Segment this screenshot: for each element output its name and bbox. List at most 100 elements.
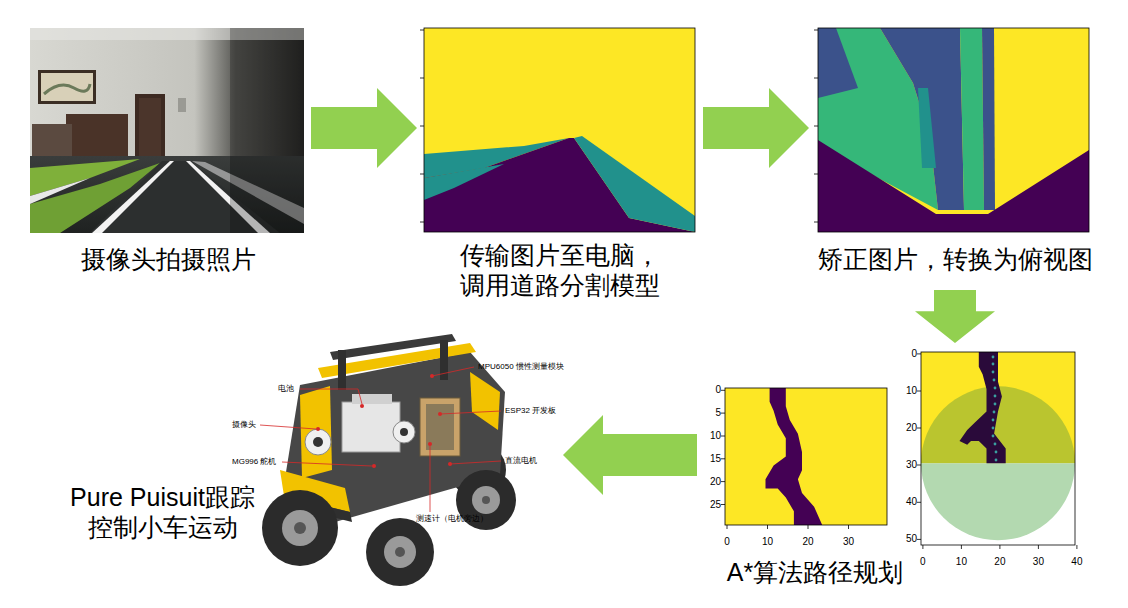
stage-panel: 矫正图片，转换为俯视图: [812, 26, 1098, 288]
illustration-part: [420, 30, 424, 222]
grid-map-plot-part: [725, 388, 887, 525]
leader-dot-part: [438, 412, 442, 416]
robot-car-part: [305, 429, 331, 455]
illustration-part-part: [814, 30, 818, 31]
segmentation-image-part: [574, 136, 695, 232]
stage-caption: 传输图片至电脑， 调用道路分割模型: [452, 240, 667, 300]
illustration-part-part: [917, 428, 921, 429]
illustration-part-part: [420, 78, 424, 79]
robot-car-part: [472, 486, 500, 514]
part-label: 测速计（电机旁边）: [416, 514, 488, 524]
part-label: 直流电机: [505, 456, 537, 466]
axis-tick-label: 0: [724, 536, 730, 548]
camera-photo-part: [41, 73, 93, 101]
part-label: MPU6050 惯性测量模块: [478, 362, 564, 372]
grid-map-plot-part: [725, 388, 887, 525]
leader-dot: [316, 374, 452, 468]
grid-map-plot-part: [766, 388, 823, 525]
robot-car-part: [384, 536, 416, 568]
illustration-part-part: [992, 419, 995, 422]
leader-line-part: [282, 462, 372, 466]
illustration-part-part: [848, 525, 849, 529]
axis-tick-label: 10: [710, 430, 721, 442]
top-view-image-part: [818, 140, 1089, 232]
axis-tick-label: 15: [710, 453, 721, 465]
axis-tick-label: 0: [920, 556, 926, 568]
illustration-part: [917, 354, 1077, 549]
top-view-image-part: [818, 28, 1089, 232]
part-label: 摄像头: [232, 420, 256, 430]
leader-dot-part: [360, 404, 364, 408]
stage-caption: 摄像头拍摄照片: [28, 244, 308, 274]
illustration-part-part: [993, 379, 996, 382]
illustration-part-part: [721, 413, 725, 414]
illustration-part-part: [721, 504, 725, 505]
illustration-part-part: [922, 545, 923, 549]
camera-photo-part: [135, 94, 165, 160]
leader-line-part: [432, 367, 474, 376]
segmentation-image-part: [424, 164, 504, 200]
path-planning-plot: [917, 352, 1077, 549]
illustration-part-part: [992, 356, 995, 359]
illustration-part-part: [814, 78, 818, 79]
leader-line-part: [300, 389, 362, 404]
robot-car-part: [482, 496, 490, 504]
illustration-part-part: [1038, 545, 1039, 549]
stage-caption: Pure Puisuit跟踪 控制小车运动: [60, 482, 265, 542]
leader-line-part: [430, 446, 431, 512]
illustration-part-part: [992, 427, 995, 430]
flow-arrow: [311, 88, 417, 168]
illustration-part-part: [721, 436, 725, 437]
part-label: 电池: [278, 384, 294, 394]
illustration-part-part: [767, 525, 768, 529]
segmentation-image-part: [424, 28, 695, 232]
leader-dot-part: [448, 462, 452, 466]
illustration-part-part: [992, 371, 995, 374]
robot-car-part: [420, 398, 460, 456]
top-view-image-part: [818, 28, 1089, 232]
robot-car-part: [338, 350, 346, 390]
illustration-part-part: [917, 465, 921, 466]
illustration-part-part: [808, 525, 809, 529]
illustration-part-part: [994, 395, 997, 398]
robot-car: [262, 334, 516, 586]
illustration-part-part: [420, 222, 424, 223]
path-planning-plot-part: [921, 352, 1075, 545]
robot-car-part: [470, 372, 500, 430]
illustration-part-part: [917, 502, 921, 503]
illustration-part: [721, 390, 849, 529]
stage-panel: 传输图片至电脑， 调用道路分割模型: [420, 26, 700, 318]
segmentation-image: [420, 28, 695, 232]
axis-tick-label: 10: [956, 556, 967, 568]
flow-arrow: [703, 88, 809, 168]
camera-photo-part: [38, 70, 96, 104]
leader-dot-part: [428, 442, 432, 446]
top-view-image-part: [880, 28, 964, 210]
part-label: MG996 舵机: [232, 457, 276, 467]
illustration-part-part: [420, 174, 424, 175]
illustration-part-part: [992, 363, 995, 366]
illustration-part-part: [995, 451, 998, 454]
camera-photo-part: [30, 178, 90, 204]
illustration-part-part: [999, 545, 1000, 549]
illustration-part-part: [995, 459, 998, 462]
illustration-part-part: [721, 481, 725, 482]
axis-tick-label: 50: [906, 533, 917, 545]
robot-car-part: [400, 428, 408, 436]
illustration-part-part: [994, 443, 997, 446]
leader-line-part: [450, 461, 501, 464]
axis-tick-label: 10: [906, 385, 917, 397]
camera-photo-part: [139, 98, 161, 156]
illustration-part-part: [992, 435, 995, 438]
camera-photo-part: [178, 98, 186, 112]
illustration-part-part: [917, 539, 921, 540]
axis-tick-label: 25: [710, 499, 721, 511]
camera-photo-part: [92, 161, 174, 233]
top-view-image: [814, 28, 1089, 232]
robot-car-part: [262, 490, 338, 566]
robot-car-part: [393, 421, 415, 443]
camera-photo-part: [30, 28, 304, 233]
illustration-part-part: [993, 411, 996, 414]
axis-tick-label: 10: [762, 536, 773, 548]
illustration-part-part: [721, 390, 725, 391]
